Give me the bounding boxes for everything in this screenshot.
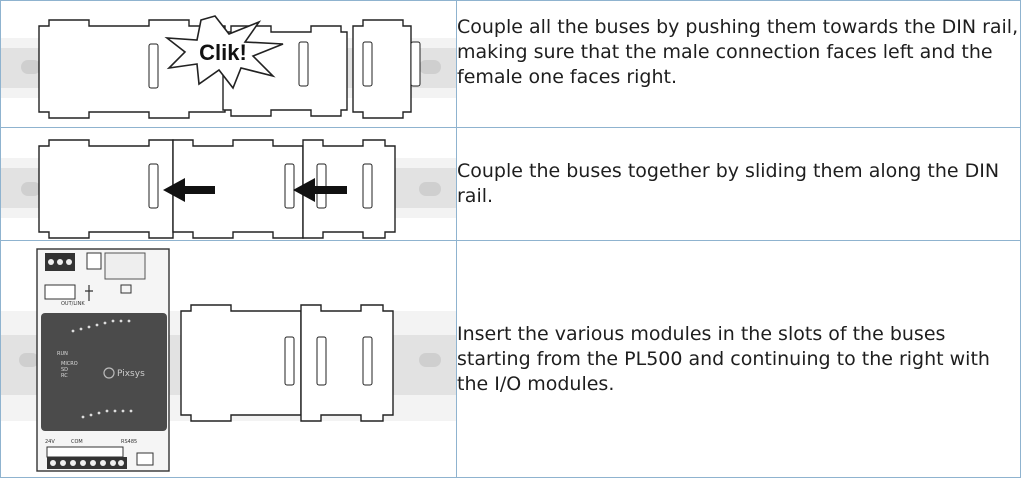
network-icon [120, 284, 132, 294]
bottom-label-com: COM [71, 439, 83, 445]
bottom-label-rs485: RS485 [121, 439, 137, 445]
connector-pins [316, 336, 327, 386]
connector-pins [362, 336, 373, 386]
status-label-run: RUN [57, 351, 68, 357]
step-3-text: Insert the various modules in the slots … [456, 240, 1021, 478]
bus-module [38, 139, 174, 239]
rail-slot [19, 353, 39, 367]
step-row-2: Couple the buses together by sliding the… [0, 127, 1021, 241]
rail-slot [419, 353, 441, 367]
connector-pins [298, 41, 309, 87]
couple-buses-diagram: Clik! [1, 15, 456, 119]
bus-module [180, 304, 302, 422]
connector-pins [362, 163, 373, 209]
status-label-rc: RC [61, 373, 68, 379]
click-callout-text: Clik! [199, 40, 247, 65]
connector-pins [148, 163, 159, 209]
bus-module [352, 19, 412, 119]
rail-slot [419, 182, 441, 196]
rail-slot [419, 60, 441, 74]
brand-label: Pixsys [117, 369, 145, 379]
connector-pins [410, 41, 421, 87]
status-label-sd: SD [61, 367, 68, 373]
step-row-1: Clik! Couple all the buses by pushing th… [0, 0, 1021, 128]
slide-left-arrow [163, 178, 215, 202]
terminal-label: OUT/LINK [61, 301, 85, 307]
terminal-numbers [46, 446, 124, 458]
dip-switch [136, 452, 154, 466]
bottom-label-24v: 24V [45, 439, 55, 445]
step-2-text: Couple the buses together by sliding the… [456, 127, 1021, 241]
step-2-illustration [0, 127, 457, 241]
connector-pins [362, 41, 373, 87]
step-1-text: Couple all the buses by pushing them tow… [456, 0, 1021, 128]
usb-port [86, 252, 102, 270]
step-1-illustration: Clik! [0, 0, 457, 128]
connector-pins [284, 336, 295, 386]
pixsys-logo-icon [103, 367, 115, 379]
slide-left-arrow [293, 178, 347, 202]
status-label-micro: MICRO [61, 361, 78, 367]
slide-buses-diagram [1, 139, 456, 239]
insert-modules-diagram: OUT/LINK Pixsys RUN MICRO SD RC [1, 248, 456, 472]
connector-pins [148, 43, 159, 89]
step-3-illustration: OUT/LINK Pixsys RUN MICRO SD RC [0, 240, 457, 478]
click-callout-burst [164, 15, 284, 90]
usb-icon [85, 285, 93, 301]
step-row-3: OUT/LINK Pixsys RUN MICRO SD RC [0, 240, 1021, 478]
pl500-device: OUT/LINK Pixsys RUN MICRO SD RC [36, 248, 170, 472]
top-cover [104, 252, 146, 280]
rail-slot [21, 60, 41, 74]
connector-pins [284, 163, 295, 209]
rail-slot [21, 182, 41, 196]
bus-module [300, 304, 394, 422]
